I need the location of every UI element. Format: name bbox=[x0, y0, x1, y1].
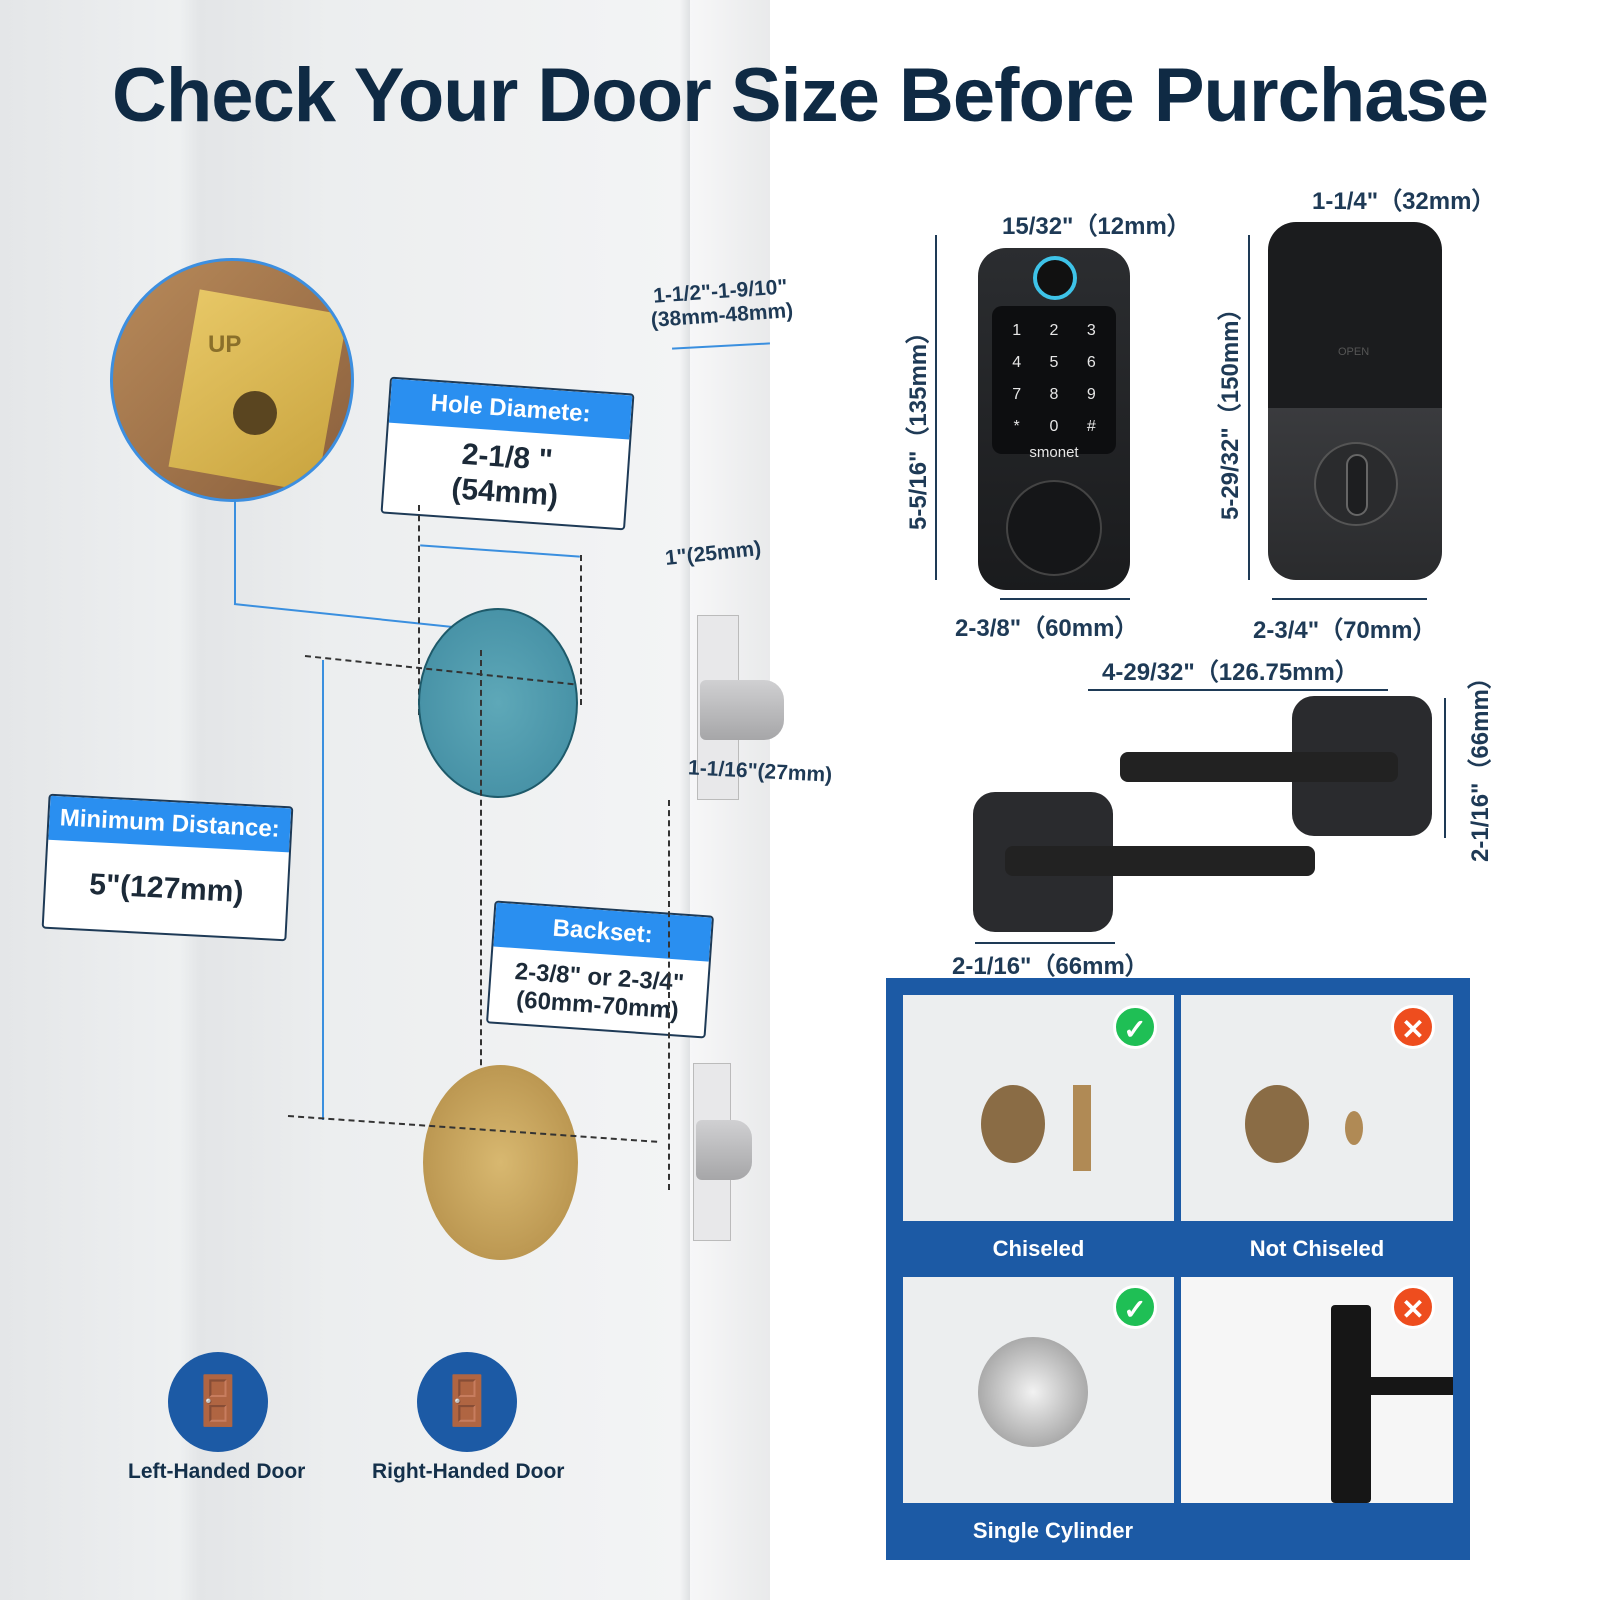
key-1[interactable]: 1 bbox=[1012, 322, 1022, 339]
brand-logo: smonet bbox=[1029, 444, 1079, 461]
mortise-lock-photo: ✕ bbox=[1181, 1277, 1453, 1503]
interior-height-dim: 5-29/32"（150mm） bbox=[1217, 296, 1244, 521]
chiseled-photo: ✓ bbox=[903, 995, 1174, 1221]
single-cylinder-photo: ✓ bbox=[903, 1277, 1174, 1503]
key-5[interactable]: 5 bbox=[1049, 354, 1059, 371]
key-hash[interactable]: # bbox=[1086, 418, 1096, 435]
key-9[interactable]: 9 bbox=[1086, 386, 1096, 403]
key-6[interactable]: 6 bbox=[1086, 354, 1096, 371]
key-3[interactable]: 3 bbox=[1086, 322, 1096, 339]
page-title: Check Your Door Size Before Purchase bbox=[111, 53, 1489, 138]
keypad-thickness-dim: 15/32"（12mm） bbox=[1002, 213, 1191, 240]
interior-width-dim: 2-3/4"（70mm） bbox=[1253, 617, 1437, 644]
right-door-icon: 🚪 bbox=[417, 1352, 517, 1452]
interior-lever bbox=[1120, 752, 1398, 782]
keypad: 1 2 3 4 5 6 7 8 9 * 0 # smonet bbox=[992, 306, 1116, 461]
rose-width-dim: 2-1/16"（66mm） bbox=[952, 953, 1149, 980]
keypad-height-dim: 5-5/16"（135mm） bbox=[905, 319, 932, 530]
door-edge bbox=[690, 0, 770, 1600]
keyhole-icon bbox=[1006, 480, 1102, 576]
key-0[interactable]: 0 bbox=[1049, 418, 1059, 435]
check-icon: ✓ bbox=[1113, 1285, 1157, 1329]
backset-label: Backset: 2-3/8" or 2-3/4"(60mm-70mm) bbox=[485, 900, 715, 1039]
key-4[interactable]: 4 bbox=[1012, 354, 1022, 371]
key-2[interactable]: 2 bbox=[1049, 322, 1059, 339]
exterior-lever bbox=[1005, 846, 1315, 876]
key-star[interactable]: * bbox=[1013, 418, 1020, 435]
latch-bolt bbox=[696, 1120, 752, 1180]
thumbturn bbox=[1314, 442, 1398, 526]
door-bore-hole bbox=[418, 608, 578, 798]
battery-cover-open-label: OPEN bbox=[1338, 346, 1370, 358]
latch-closeup: UP bbox=[110, 258, 354, 502]
interior-thickness-dim: 1-1/4"（32mm） bbox=[1312, 188, 1496, 215]
interior-unit: OPEN bbox=[1268, 222, 1442, 580]
lever-length-dim: 4-29/32"（126.75mm） bbox=[1102, 659, 1359, 686]
compatibility-panel: ✓ ✕ Chiseled Not Chiseled ✓ ✕ Single Cyl… bbox=[886, 978, 1470, 1560]
right-handed-door-label: Right-Handed Door bbox=[372, 1460, 565, 1483]
left-handed-door-label: Left-Handed Door bbox=[128, 1460, 306, 1483]
caption-single-cylinder: Single Cylinder bbox=[972, 1518, 1134, 1543]
cross-icon: ✕ bbox=[1391, 1005, 1435, 1049]
up-mark: UP bbox=[208, 331, 242, 358]
latch-bore bbox=[423, 1065, 578, 1260]
minimum-distance-label: Minimum Distance: 5"(127mm) bbox=[41, 793, 294, 941]
caption-not-chiseled: Not Chiseled bbox=[1249, 1236, 1385, 1261]
rose-height-dim: 2-1/16"（66mm） bbox=[1467, 665, 1494, 862]
check-icon: ✓ bbox=[1113, 1005, 1157, 1049]
fingerprint-sensor-icon bbox=[1033, 256, 1077, 300]
keypad-width-dim: 2-3/8"（60mm） bbox=[955, 615, 1139, 642]
not-chiseled-photo: ✕ bbox=[1181, 995, 1453, 1221]
door-thickness-dim: 1-1/2"-1-9/10" (38mm-48mm) bbox=[650, 275, 794, 332]
caption-chiseled: Chiseled bbox=[992, 1236, 1085, 1261]
keypad-lock-exterior: 1 2 3 4 5 6 7 8 9 * 0 # smonet bbox=[978, 248, 1130, 590]
left-door-icon: 🚪 bbox=[168, 1352, 268, 1452]
cross-icon: ✕ bbox=[1391, 1285, 1435, 1329]
key-7[interactable]: 7 bbox=[1012, 386, 1022, 403]
deadbolt bbox=[700, 680, 784, 740]
key-8[interactable]: 8 bbox=[1049, 386, 1059, 403]
